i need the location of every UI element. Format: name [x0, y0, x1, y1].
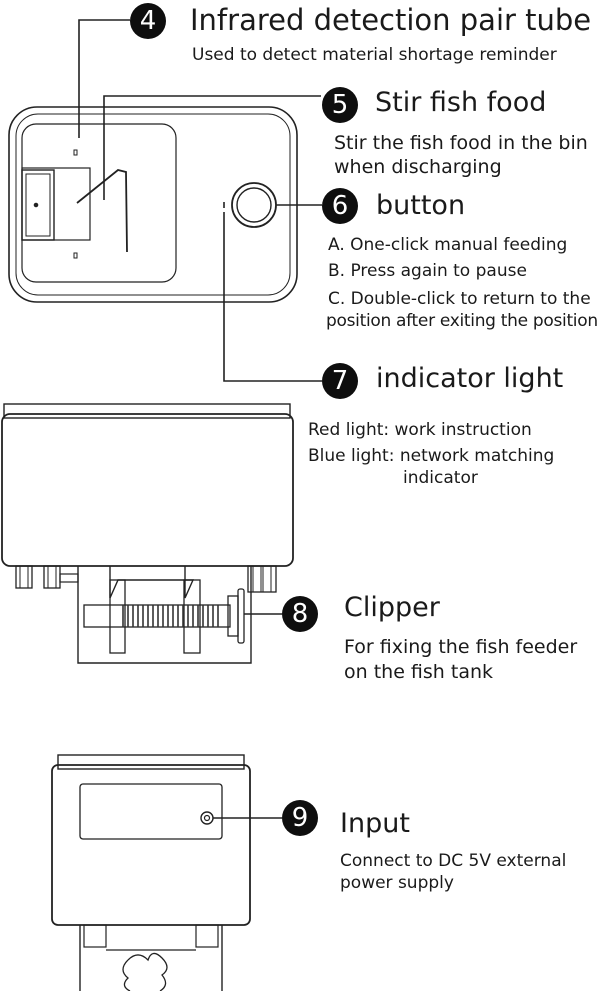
feed-bin-area [21, 123, 177, 283]
stir-rod [76, 169, 128, 253]
power-port-icon [200, 811, 214, 825]
callout-desc-8-line1: For fixing the fish feeder [344, 636, 578, 658]
callout-desc-6-line3: C. Double-click to return to the [328, 289, 591, 309]
callout-title-5: Stir fish food [375, 87, 547, 118]
callout-desc-9-line1: Connect to DC 5V external [340, 851, 567, 871]
callout-number-8: 8 [282, 596, 318, 632]
feeder-top-inner [15, 113, 291, 296]
callout-desc-5-line1: Stir the fish food in the bin [334, 132, 588, 154]
callout-title-6: button [376, 190, 466, 221]
callout-desc-7-line2: Blue light: network matching [308, 446, 555, 466]
callout-desc-6-line1: A. One-click manual feeding [328, 235, 568, 255]
callout-desc-5-line2: when discharging [334, 156, 502, 178]
callout-desc-7-line3: indicator [403, 468, 478, 488]
callout-number-9: 9 [282, 800, 318, 836]
callout-number-7: 7 [322, 363, 358, 399]
callout-desc-8-line2: on the fish tank [344, 661, 494, 683]
callout-title-8: Clipper [344, 592, 440, 623]
callout-desc-4-line1: Used to detect material shortage reminde… [192, 45, 557, 65]
callout-number-5: 5 [322, 87, 358, 123]
feeder-front-body [51, 764, 251, 926]
feeder-lid [3, 403, 291, 419]
bin-window [21, 167, 91, 241]
feeder-body [1, 413, 294, 567]
callout-desc-7-line1: Red light: work instruction [308, 420, 532, 440]
callout-desc-6-line2: B. Press again to pause [328, 261, 527, 281]
callout-title-9: Input [340, 808, 410, 839]
callout-title-7: indicator light [376, 363, 564, 394]
bin-latch [21, 169, 55, 241]
callout-desc-9-line2: power supply [340, 873, 454, 893]
callout-desc-6-line4: position after exiting the position [326, 311, 598, 331]
feeder-top-outer [8, 106, 298, 303]
callout-number-4: 4 [130, 3, 166, 39]
label-panel [79, 783, 223, 840]
clipper-screw [83, 604, 231, 628]
button-icon [231, 182, 277, 228]
callout-number-6: 6 [322, 188, 358, 224]
callout-title-4: Infrared detection pair tube [190, 3, 592, 37]
